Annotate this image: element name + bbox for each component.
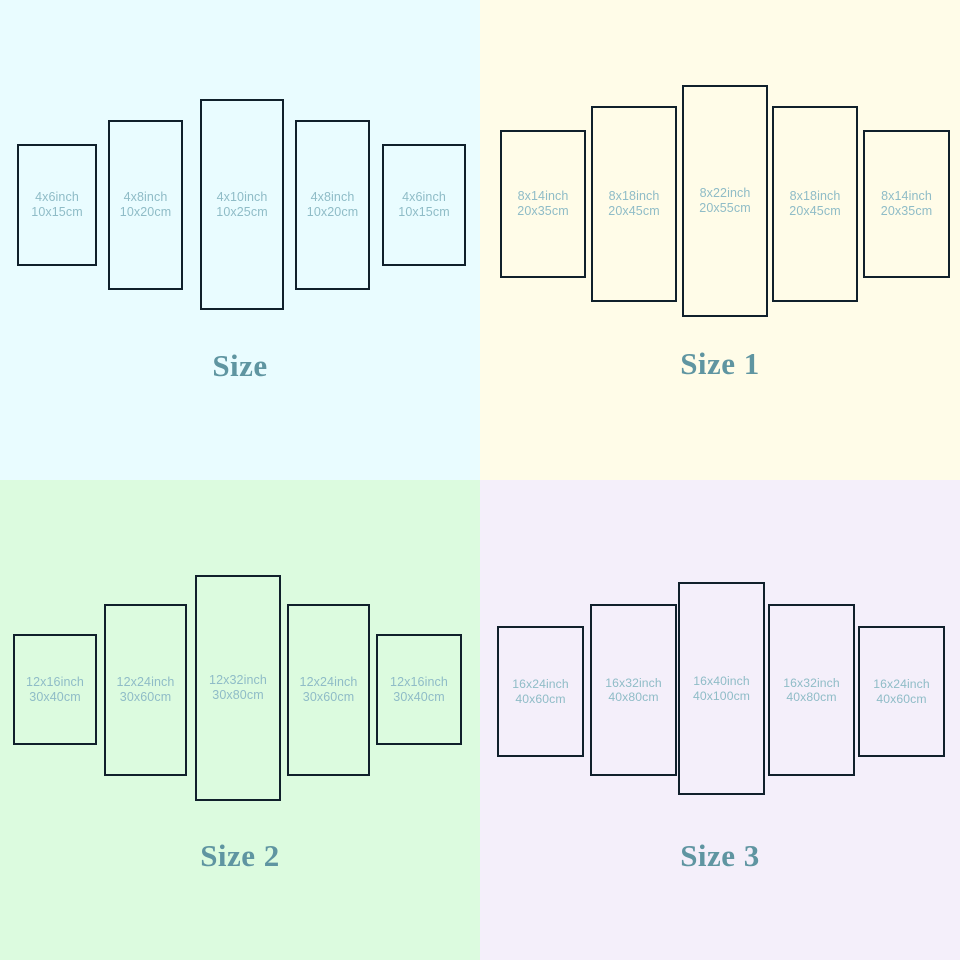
panel-size-inch: 12x16inch: [26, 674, 84, 689]
panel-size-cm: 30x80cm: [212, 688, 264, 702]
panel-size-cm: 30x40cm: [393, 689, 445, 704]
panel-size-inch: 4x8inch: [123, 190, 168, 205]
quadrant-title: Size 2: [200, 838, 280, 873]
panel-size-inch: 16x24inch: [512, 677, 569, 692]
panel-size-cm: 20x45cm: [789, 204, 841, 218]
panel-size-inch: 4x8inch: [310, 190, 355, 205]
quadrant-title: Size: [212, 348, 268, 383]
panel-size-cm: 40x60cm: [515, 691, 566, 706]
panel-size-inch: 4x10inch: [216, 189, 268, 204]
panel-size-inch: 8x18inch: [608, 189, 660, 204]
panel-size-cm: 30x60cm: [302, 690, 355, 704]
panel-size-cm: 10x20cm: [119, 205, 172, 219]
panel-size-cm: 40x80cm: [608, 690, 659, 704]
panel-size-cm: 10x15cm: [398, 205, 450, 219]
panel-size-inch: 8x18inch: [789, 189, 841, 204]
panel-size-inch: 16x24inch: [873, 677, 930, 692]
panel-size-inch: 16x40inch: [693, 674, 750, 689]
panel-size-inch: 12x16inch: [390, 674, 448, 689]
panel-size-inch: 4x6inch: [402, 190, 446, 205]
panel-size-cm: 40x60cm: [876, 691, 927, 706]
quadrant-title: Size 1: [680, 346, 760, 381]
panel-size-inch: 12x24inch: [299, 675, 358, 690]
panel-size-inch: 8x14inch: [517, 189, 569, 204]
panel-size-inch: 16x32inch: [783, 675, 840, 690]
panel-size-inch: 8x22inch: [699, 186, 751, 201]
panel-size-cm: 10x20cm: [306, 205, 359, 219]
panel-size-cm: 10x25cm: [216, 204, 268, 219]
panel-size-cm: 30x40cm: [29, 689, 81, 704]
panel-size-cm: 40x80cm: [786, 690, 837, 704]
panel-size-cm: 20x35cm: [880, 204, 933, 218]
panel-size-inch: 12x24inch: [116, 675, 175, 690]
panel-size-cm: 10x15cm: [31, 205, 83, 219]
panel-size-cm: 20x55cm: [699, 201, 751, 215]
panel-size-inch: 4x6inch: [35, 190, 79, 205]
quadrant-title: Size 3: [680, 838, 760, 873]
panel-size-inch: 12x32inch: [209, 673, 267, 688]
panel-size-cm: 40x100cm: [692, 688, 751, 703]
panel-size-inch: 8x14inch: [881, 189, 932, 204]
panel-size-inch: 16x32inch: [605, 675, 662, 690]
panel-size-cm: 20x45cm: [608, 204, 660, 218]
panel-size-cm: 20x35cm: [517, 204, 569, 218]
panel-size-cm: 30x60cm: [119, 690, 172, 704]
